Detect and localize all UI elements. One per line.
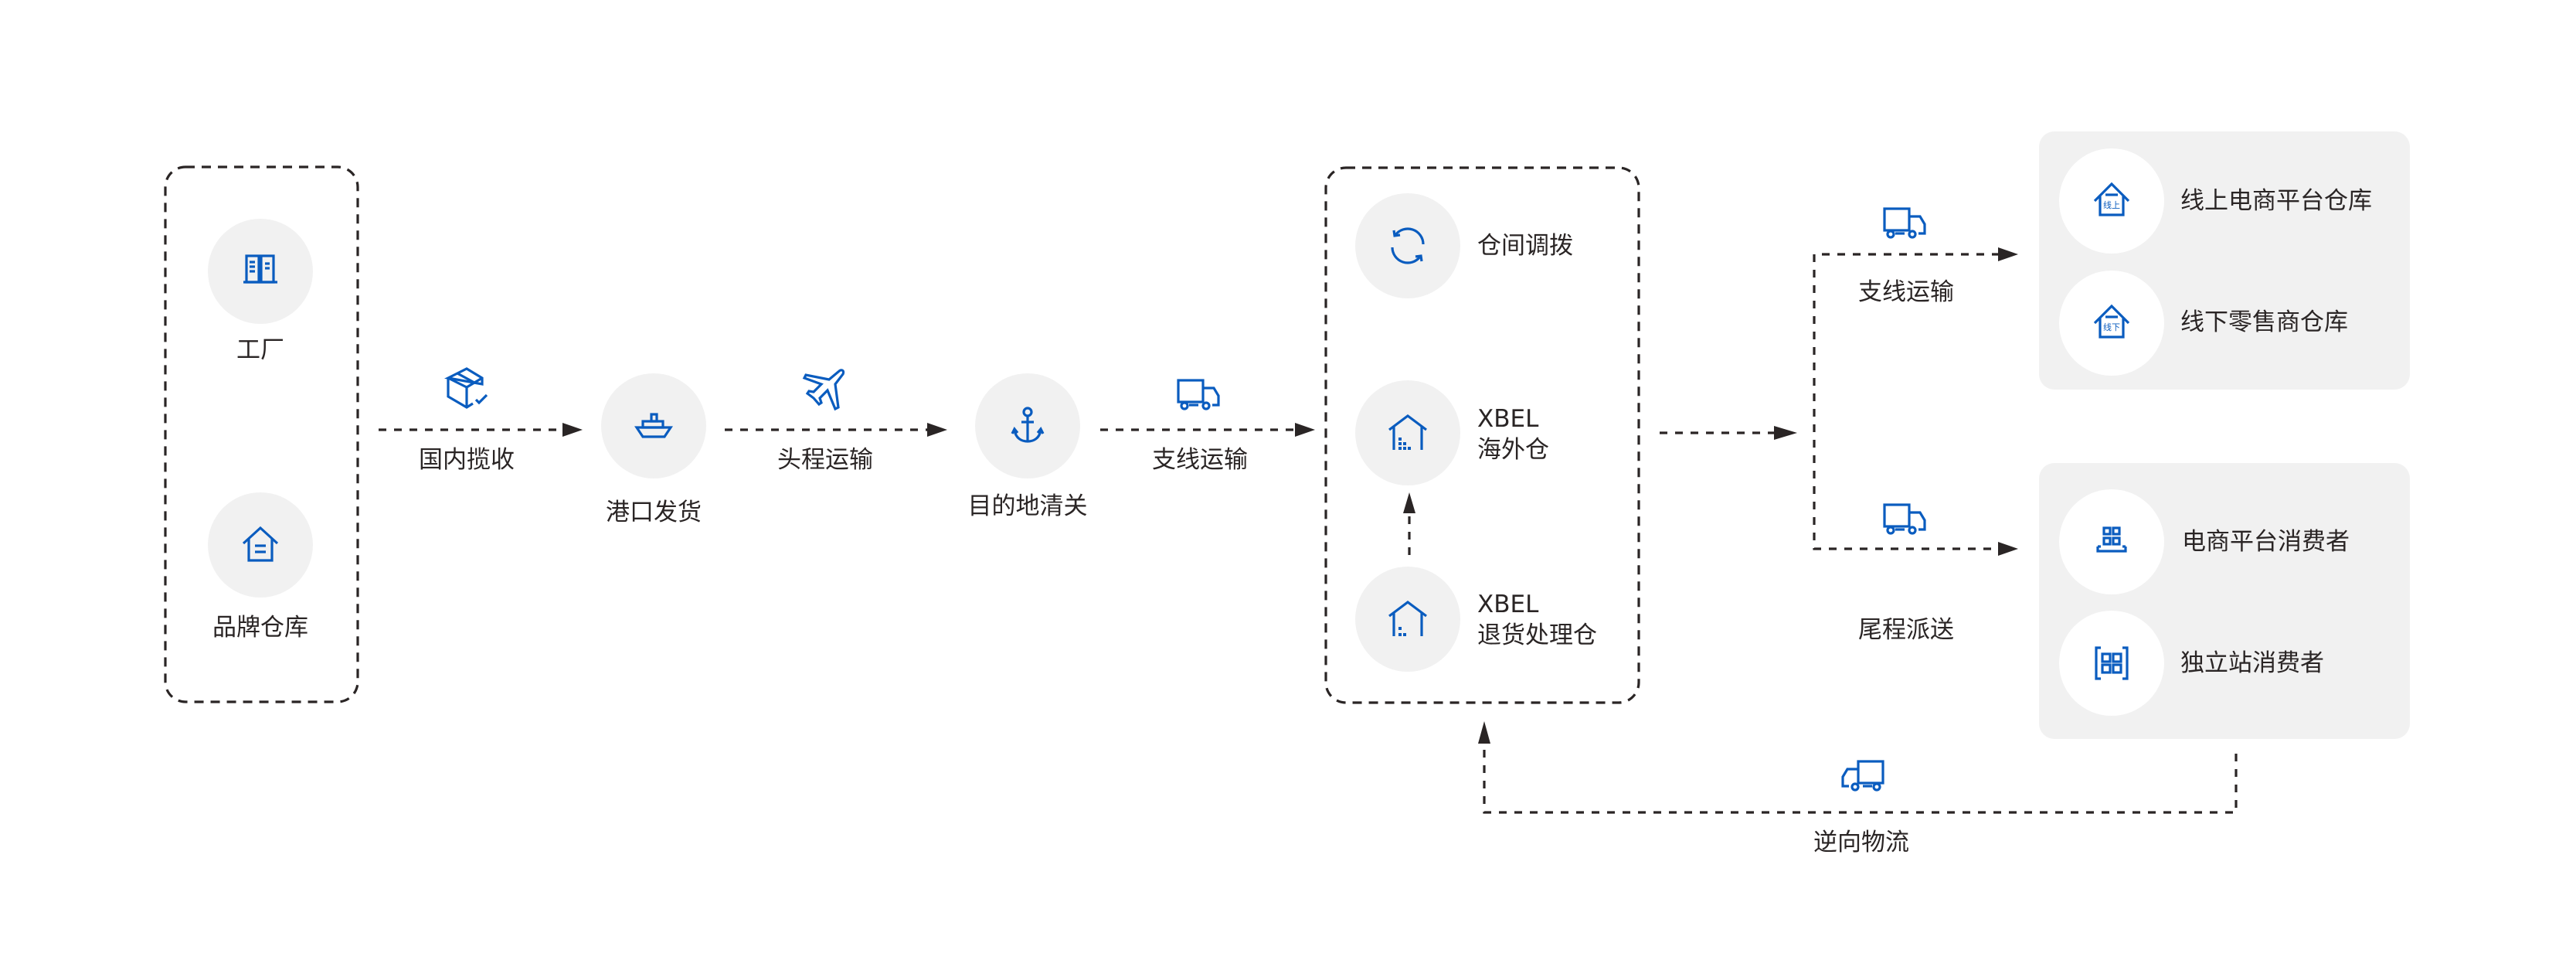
node-ecommerce-consumer-label: 电商平台消费者 — [2182, 528, 2350, 556]
returns-warehouse-icon — [1388, 601, 1427, 636]
independent-site-consumer-icon — [2095, 646, 2129, 680]
node-xbel-returns-warehouse-label-line2: 退货处理仓 — [1477, 621, 1597, 649]
package-check-icon — [443, 367, 488, 409]
node-xbel-overseas-warehouse-label-line2: 海外仓 — [1477, 436, 1549, 464]
node-port-shipping[interactable] — [601, 373, 706, 478]
arrowhead — [562, 423, 583, 437]
online-warehouse-icon: 线上 — [2093, 182, 2130, 216]
origin-group-border — [164, 165, 359, 703]
node-brand-warehouse-label: 品牌仓库 — [212, 614, 308, 642]
edge-domestic-pickup-icon-wrap — [440, 361, 496, 417]
truck-icon — [1177, 379, 1220, 410]
node-online-platform-warehouse-label: 线上电商平台仓库 — [2180, 187, 2372, 215]
arrowhead — [1998, 247, 2018, 261]
reverse-logistics-line — [1483, 742, 2238, 814]
node-factory-label: 工厂 — [236, 336, 284, 364]
edge-first-leg-icon-wrap — [797, 363, 852, 418]
node-destination-customs-label: 目的地清关 — [967, 492, 1088, 520]
arrowhead — [927, 423, 947, 437]
branch-lower-icon-wrap — [1878, 492, 1934, 548]
branch-upper-label: 支线运输 — [1858, 278, 1954, 306]
branch-connector — [1813, 253, 2000, 550]
truck-icon — [1883, 503, 1926, 535]
node-factory[interactable] — [208, 219, 313, 324]
airplane-icon — [802, 369, 845, 411]
overseas-warehouse-icon — [1388, 414, 1427, 450]
branch-upper-icon-wrap — [1878, 196, 1934, 252]
reverse-logistics-label: 逆向物流 — [1813, 829, 1909, 856]
node-ecommerce-consumer[interactable] — [2059, 489, 2164, 594]
ship-icon — [634, 413, 673, 438]
node-destination-customs[interactable] — [975, 373, 1080, 478]
node-offline-retailer-warehouse-label: 线下零售商仓库 — [2180, 308, 2348, 336]
node-xbel-overseas-warehouse[interactable] — [1355, 380, 1460, 485]
node-inter-warehouse-transfer[interactable] — [1355, 193, 1460, 298]
reverse-logistics-icon-wrap — [1833, 749, 1889, 805]
node-xbel-overseas-warehouse-label: XBEL 海外仓 — [1477, 403, 1549, 465]
edge-branch-transport-icon-wrap — [1172, 368, 1228, 424]
node-offline-retailer-warehouse[interactable]: 线下 — [2059, 271, 2164, 376]
ecommerce-consumer-icon — [2096, 526, 2127, 553]
branch-lower-label: 尾程派送 — [1858, 616, 1954, 644]
node-brand-warehouse[interactable] — [208, 492, 313, 598]
transfer-cycle-icon — [1391, 227, 1425, 264]
online-badge-text: 线上 — [2103, 199, 2120, 210]
node-inter-warehouse-transfer-label: 仓间调拨 — [1477, 232, 1573, 260]
factory-icon — [243, 254, 277, 284]
arrowhead — [1774, 426, 1797, 440]
brand-warehouse-icon — [242, 526, 279, 562]
arrowhead — [1403, 492, 1415, 513]
edge-branch-transport-label: 支线运输 — [1152, 446, 1248, 474]
node-xbel-returns-warehouse-label-line1: XBEL — [1477, 591, 1539, 618]
offline-badge-text: 线下 — [2103, 322, 2120, 332]
offline-warehouse-icon: 线下 — [2093, 304, 2130, 339]
arrowhead — [1478, 721, 1490, 744]
node-xbel-overseas-warehouse-label-line1: XBEL — [1477, 405, 1539, 433]
truck-icon — [1883, 207, 1926, 239]
node-port-shipping-label: 港口发货 — [606, 499, 702, 526]
truck-reverse-icon — [1841, 760, 1884, 792]
arrowhead — [1998, 542, 2018, 556]
edge-first-leg-label: 头程运输 — [777, 446, 873, 474]
xbel-group-border — [1324, 166, 1640, 704]
node-independent-site-consumer[interactable] — [2059, 611, 2164, 716]
arrowhead — [1295, 423, 1315, 437]
node-xbel-returns-warehouse-label: XBEL 退货处理仓 — [1477, 589, 1597, 651]
node-independent-site-consumer-label: 独立站消费者 — [2180, 649, 2324, 677]
edge-domestic-pickup-label: 国内揽收 — [419, 446, 515, 474]
node-xbel-returns-warehouse[interactable] — [1355, 567, 1460, 672]
anchor-icon — [1011, 407, 1045, 443]
node-online-platform-warehouse[interactable]: 线上 — [2059, 148, 2164, 254]
